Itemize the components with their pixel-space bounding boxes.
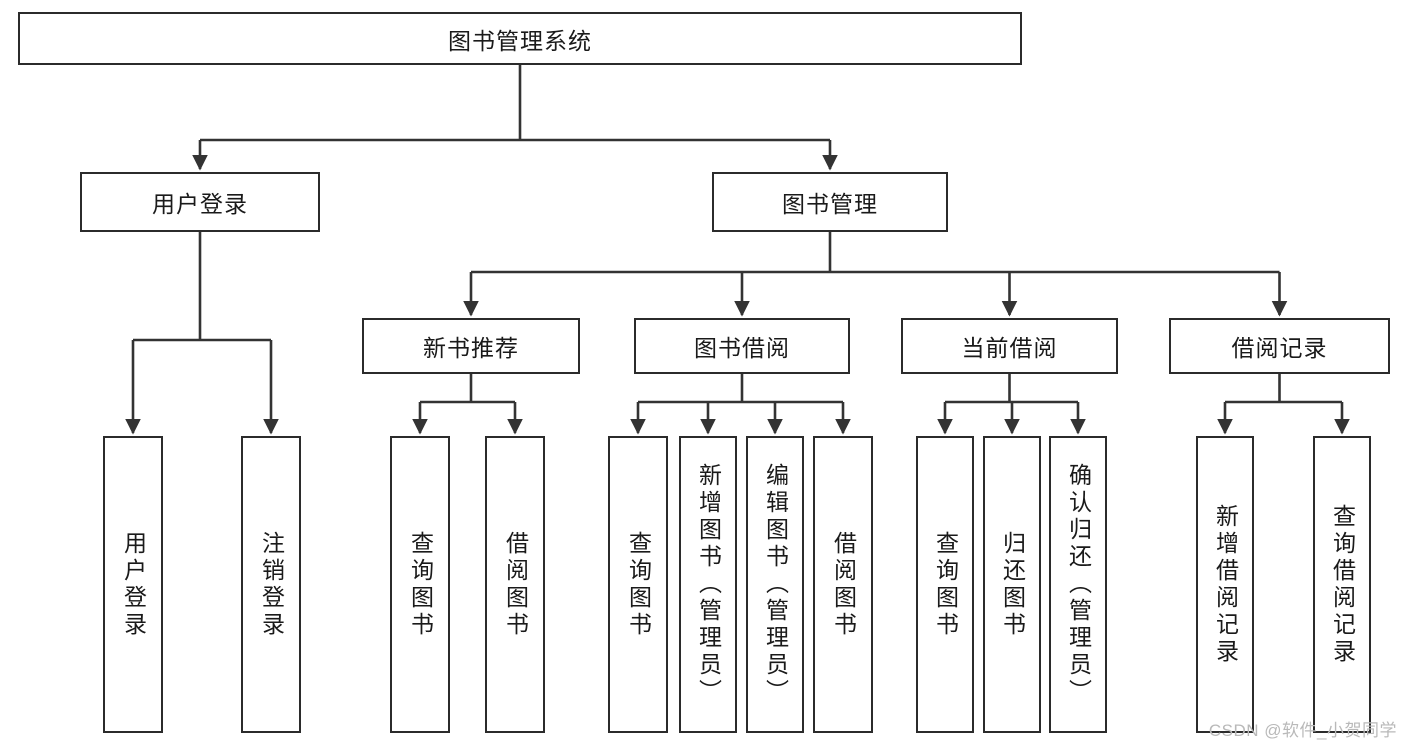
csdn-watermark: CSDN @软件_小贺同学 xyxy=(1208,721,1397,740)
node-borrow-borrow-book[interactable]: 借阅图书 xyxy=(813,436,873,733)
node-label: 新增图书（管理员） xyxy=(695,463,722,706)
node-borrow-add-book[interactable]: 新增图书（管理员） xyxy=(679,436,737,733)
node-root[interactable]: 图书管理系统 xyxy=(18,12,1022,65)
node-current-return-book[interactable]: 归还图书 xyxy=(983,436,1041,733)
node-book-borrow[interactable]: 图书借阅 xyxy=(634,318,850,374)
node-borrow-edit-book[interactable]: 编辑图书（管理员） xyxy=(746,436,804,733)
node-label: 查询图书 xyxy=(625,530,652,639)
node-record-add[interactable]: 新增借阅记录 xyxy=(1196,436,1254,733)
node-rec-borrow-book[interactable]: 借阅图书 xyxy=(485,436,545,733)
node-label: 图书借阅 xyxy=(694,335,790,361)
node-label: 当前借阅 xyxy=(961,335,1058,361)
node-user-logout[interactable]: 注销登录 xyxy=(241,436,301,733)
node-current-confirm-return[interactable]: 确认归还（管理员） xyxy=(1049,436,1107,733)
node-borrow-query-book[interactable]: 查询图书 xyxy=(608,436,668,733)
node-new-book-recommend[interactable]: 新书推荐 xyxy=(362,318,580,374)
node-label: 借阅图书 xyxy=(502,530,529,639)
node-user-login-do[interactable]: 用户登录 xyxy=(103,436,163,733)
node-label: 注销登录 xyxy=(258,530,285,639)
node-label: 查询图书 xyxy=(932,530,959,639)
node-label: 借阅图书 xyxy=(830,530,857,639)
node-label: 查询图书 xyxy=(407,530,434,639)
node-record-query[interactable]: 查询借阅记录 xyxy=(1313,436,1371,733)
node-borrow-records[interactable]: 借阅记录 xyxy=(1169,318,1390,374)
node-label: 归还图书 xyxy=(999,530,1026,639)
node-label: 查询借阅记录 xyxy=(1329,503,1356,666)
node-label: 用户登录 xyxy=(152,191,248,217)
node-label: 用户登录 xyxy=(120,530,147,639)
node-current-query-book[interactable]: 查询图书 xyxy=(916,436,974,733)
node-book-management[interactable]: 图书管理 xyxy=(712,172,948,232)
node-user-login[interactable]: 用户登录 xyxy=(80,172,320,232)
node-label: 确认归还（管理员） xyxy=(1065,463,1092,706)
node-label: 编辑图书（管理员） xyxy=(762,463,789,706)
node-label: 图书管理系统 xyxy=(448,27,592,54)
node-label: 新增借阅记录 xyxy=(1212,503,1239,666)
node-current-borrow[interactable]: 当前借阅 xyxy=(901,318,1118,374)
node-label: 新书推荐 xyxy=(423,335,519,361)
node-label: 借阅记录 xyxy=(1231,335,1328,361)
node-rec-query-book[interactable]: 查询图书 xyxy=(390,436,450,733)
node-label: 图书管理 xyxy=(782,191,878,217)
